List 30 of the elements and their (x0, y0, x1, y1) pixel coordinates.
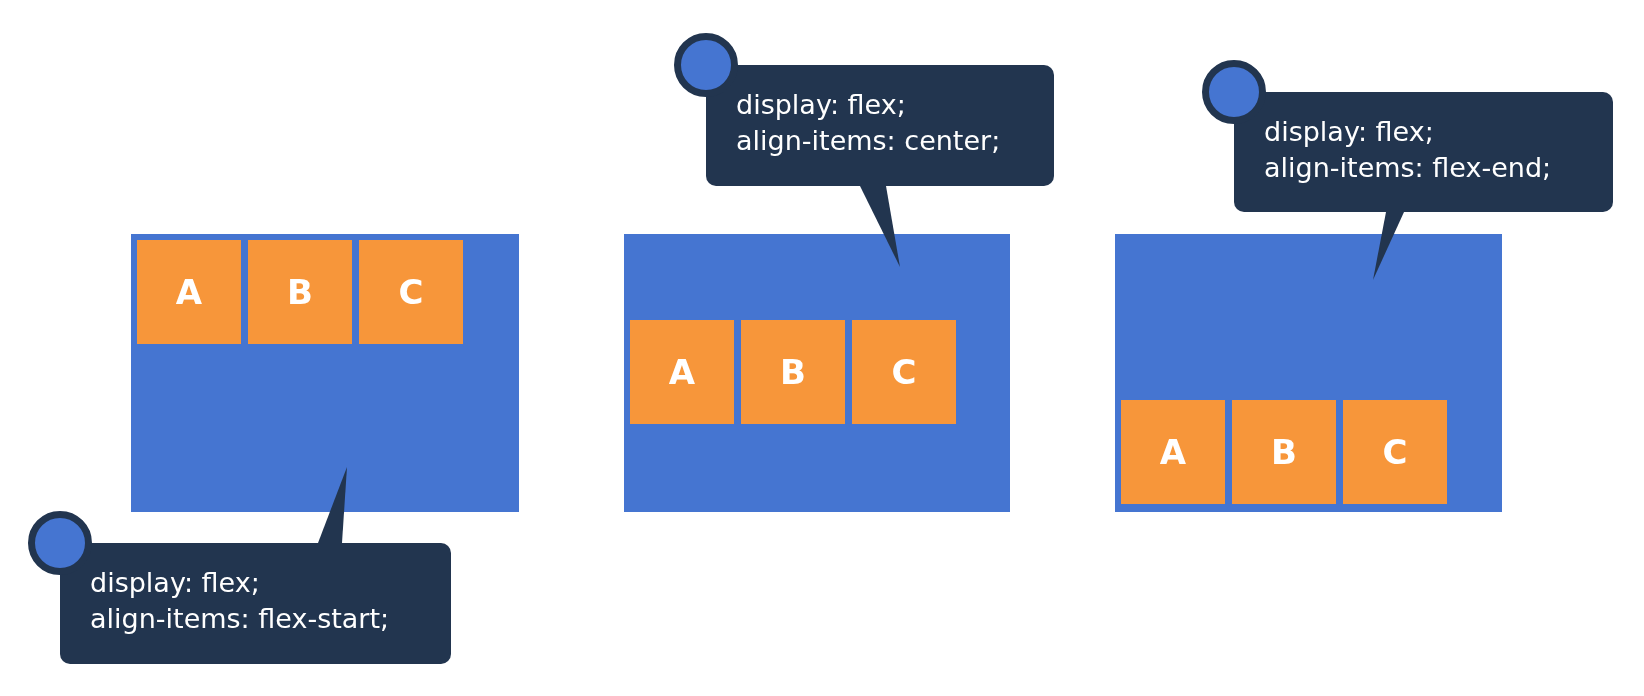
code-line: align-items: flex-end; (1264, 151, 1553, 185)
callout-tail (318, 467, 347, 543)
item-letter: A (1159, 432, 1187, 472)
code-line: align-items: center; (736, 124, 1002, 158)
item-letter: C (398, 272, 424, 312)
flex-item (630, 320, 734, 424)
code-line: display: flex; (1264, 115, 1435, 149)
item-letter: B (287, 272, 313, 312)
callout-tail (1373, 212, 1404, 280)
item-letter: A (668, 352, 696, 392)
flex-item (741, 320, 845, 424)
flex-item (359, 240, 463, 344)
flex-container (131, 234, 519, 512)
item-letter: B (780, 352, 806, 392)
callout-tail (860, 186, 900, 267)
item-letter: C (891, 352, 917, 392)
code-line: display: flex; (736, 88, 907, 122)
item-letter: B (1271, 432, 1297, 472)
flex-item (1121, 400, 1225, 504)
code-line: display: flex; (90, 566, 261, 600)
item-letter: A (175, 272, 203, 312)
flex-container (1115, 234, 1502, 512)
flex-item (137, 240, 241, 344)
flex-item (248, 240, 352, 344)
code-line: align-items: flex-start; (90, 602, 391, 636)
flex-container (624, 234, 1010, 512)
flex-item (1343, 400, 1447, 504)
item-letter: C (1382, 432, 1408, 472)
flex-item (852, 320, 956, 424)
flex-item (1232, 400, 1336, 504)
